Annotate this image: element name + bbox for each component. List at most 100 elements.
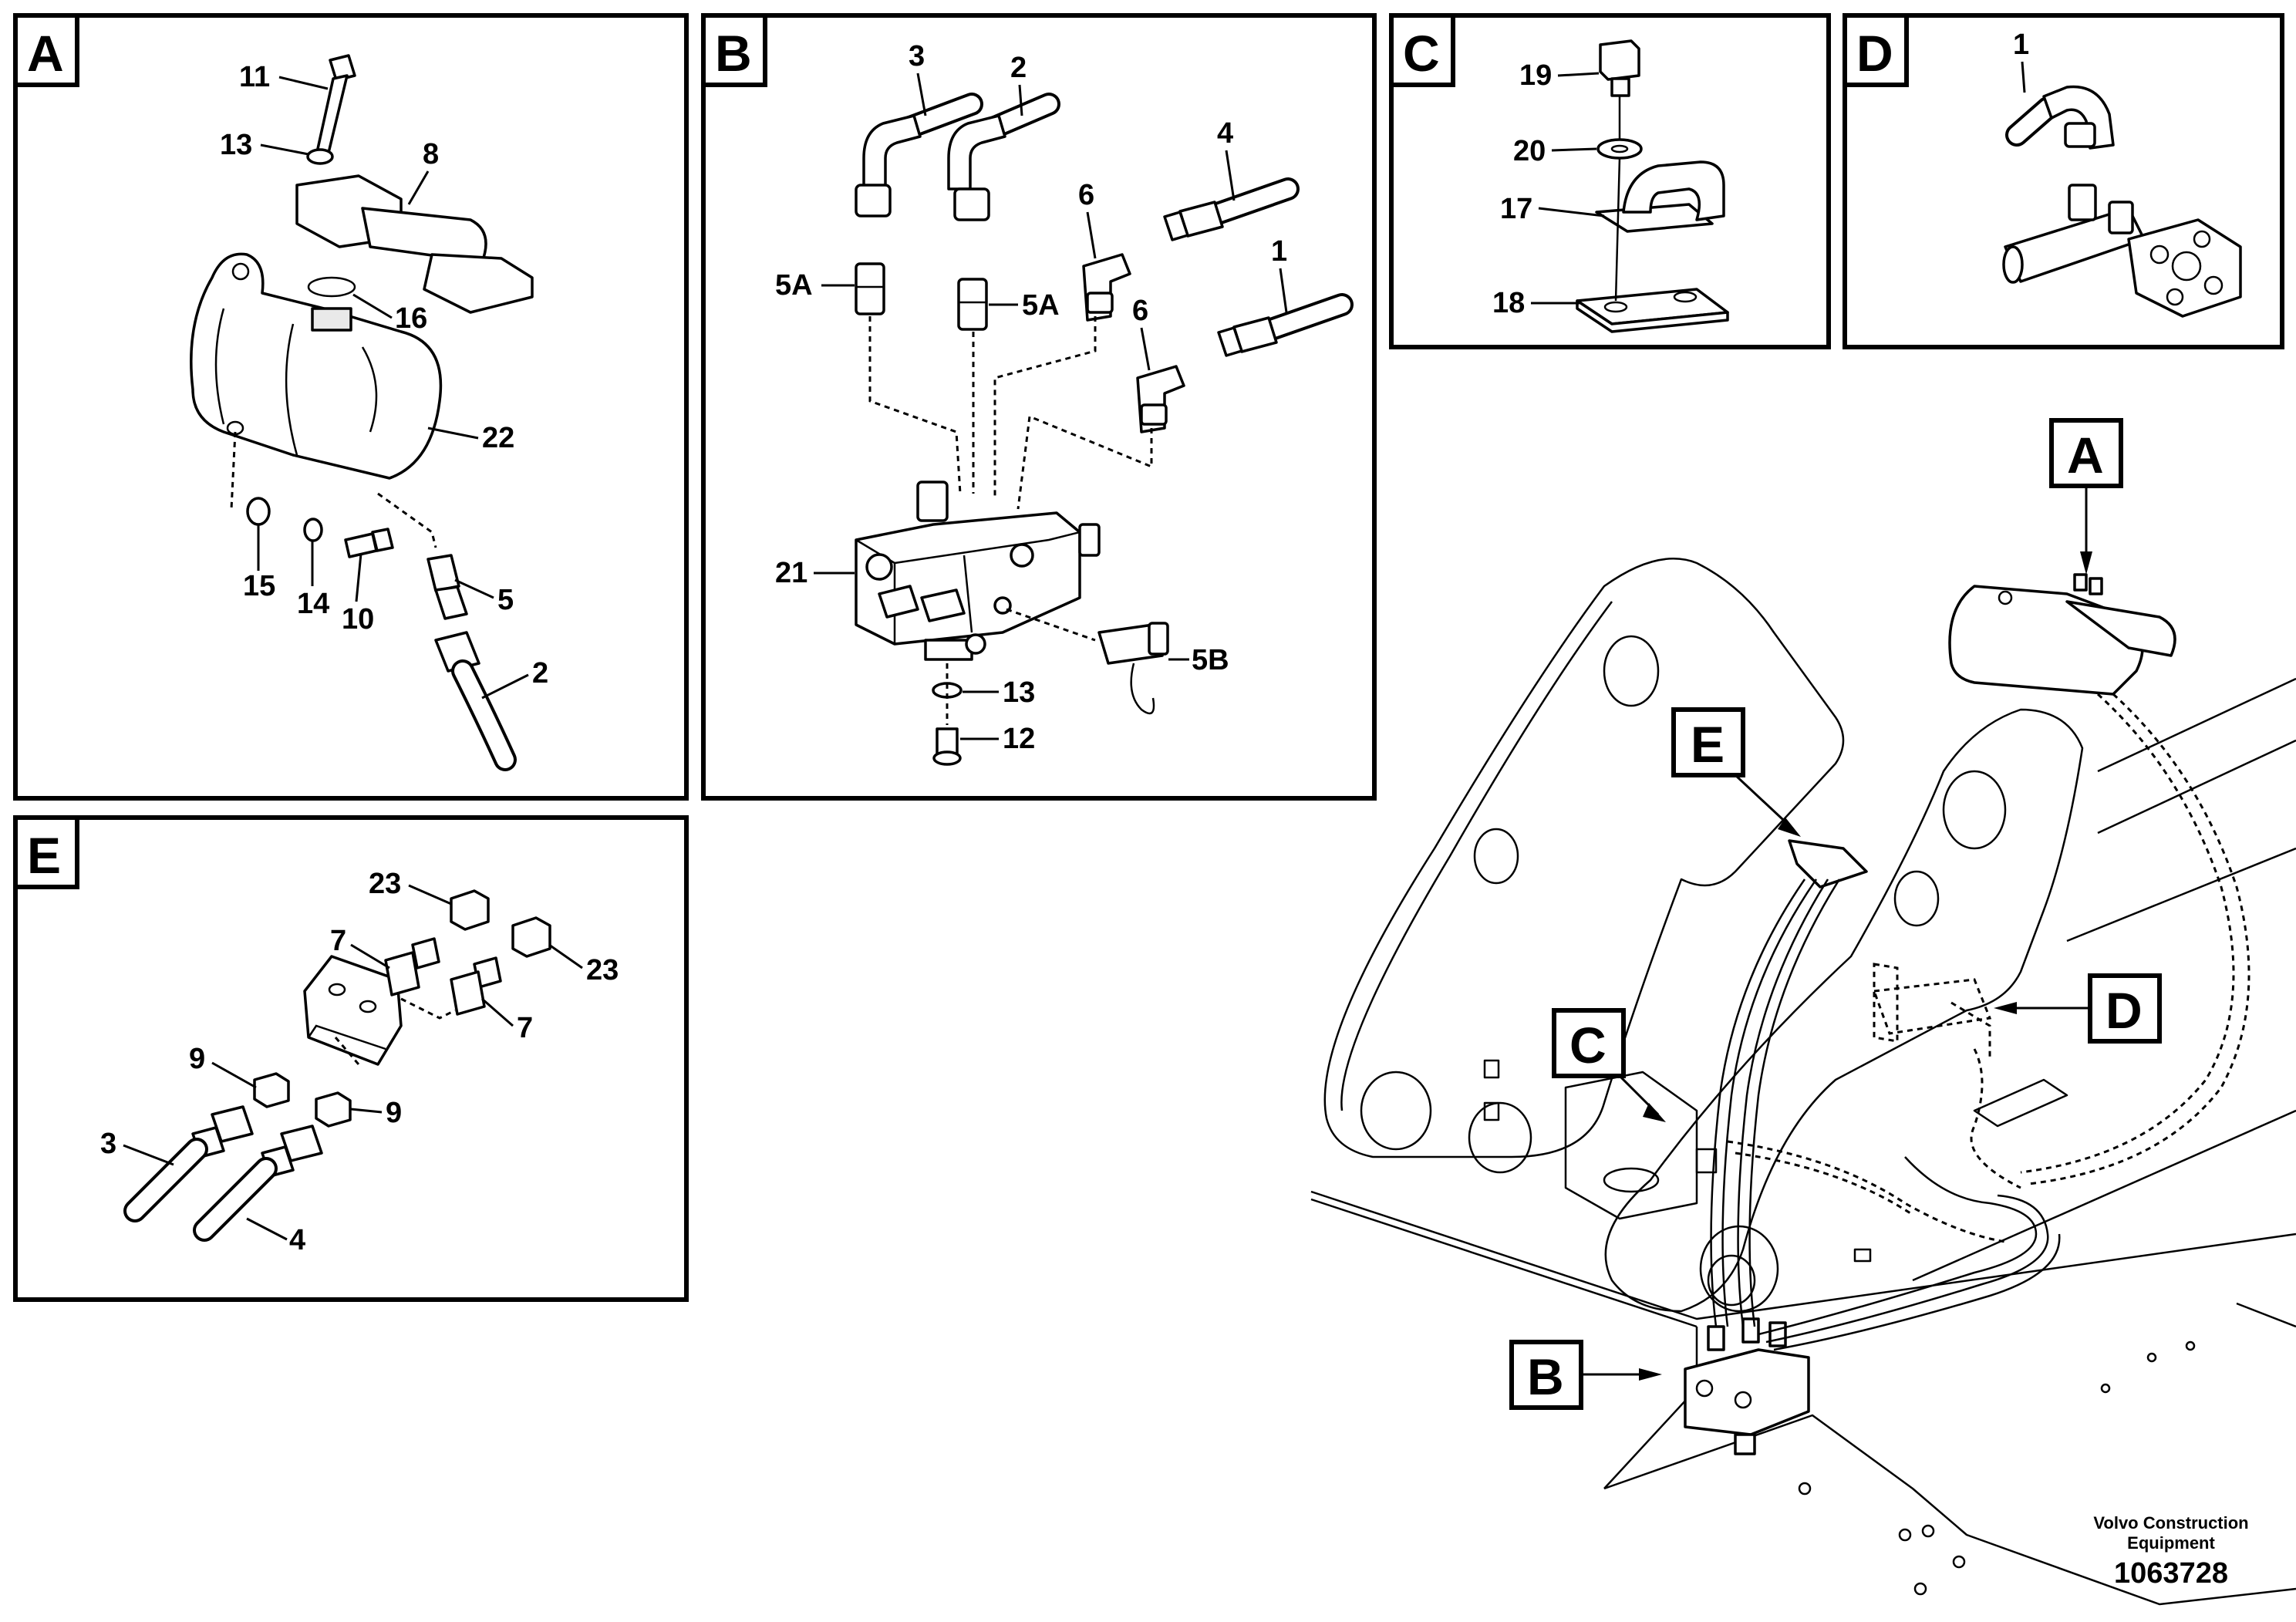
- label-22: 22: [482, 422, 514, 454]
- hoses-overview: [1710, 693, 2250, 1351]
- label-9-left: 9: [189, 1043, 205, 1075]
- panel-a: A: [13, 13, 689, 801]
- bracket-e-overview: [1788, 839, 1868, 889]
- label-18: 18: [1492, 287, 1525, 319]
- panel-d-tag-text: D: [1856, 25, 1893, 82]
- bolt-11: [315, 54, 356, 157]
- callout-c-text: C: [1569, 1017, 1607, 1074]
- label-23-right: 23: [586, 954, 619, 986]
- panel-a-tag-text: A: [27, 25, 64, 82]
- nipple-7-right: [450, 956, 502, 1016]
- label-3-e: 3: [100, 1128, 116, 1160]
- label-14: 14: [297, 588, 329, 620]
- adapter-5a-left: [855, 262, 885, 315]
- quick-coupling-5b: [1006, 608, 1169, 715]
- nut-9-right: [315, 1091, 352, 1128]
- panel-d-frame: [1843, 13, 2284, 349]
- label-5: 5: [497, 584, 514, 616]
- panel-b-tag-text: B: [715, 25, 752, 82]
- label-6-upper: 6: [1078, 179, 1094, 211]
- label-5a-right: 5A: [1022, 289, 1060, 322]
- hose-1-b: [1217, 293, 1354, 357]
- valve-21: [855, 481, 1101, 661]
- panel-d-tag: D: [1843, 13, 1909, 87]
- label-13: 13: [220, 129, 252, 161]
- panel-d: D 1: [1843, 13, 2284, 349]
- label-7-left: 7: [330, 925, 346, 957]
- hose-2: [434, 631, 517, 771]
- base-plate-edge: [1310, 1190, 2296, 1320]
- callout-d: D: [2088, 973, 2162, 1044]
- label-1-b: 1: [1271, 235, 1287, 268]
- panel-e-frame: [13, 815, 689, 1302]
- boom-right: [1604, 708, 2084, 1313]
- panel-b-tag: B: [701, 13, 767, 87]
- label-2-b: 2: [1010, 52, 1027, 84]
- brand-line-2: Equipment: [2127, 1533, 2215, 1553]
- hose-3: [855, 93, 983, 218]
- footer: Volvo Construction Equipment 1063728: [2093, 1513, 2248, 1590]
- document-number: 1063728: [2114, 1557, 2228, 1590]
- pump-22: [190, 252, 443, 480]
- panel-e: E: [13, 815, 689, 1302]
- washer-13: [306, 148, 334, 165]
- callout-e: E: [1671, 707, 1745, 777]
- adapter-5a-right: [957, 278, 988, 331]
- label-1-d: 1: [2013, 29, 2029, 61]
- panel-c-tag: C: [1389, 13, 1455, 87]
- panel-a-tag: A: [13, 13, 79, 87]
- hose-3-e: [123, 1105, 254, 1222]
- frame-bolts: [1798, 1340, 2196, 1596]
- label-16: 16: [395, 302, 427, 335]
- label-17: 17: [1500, 193, 1532, 225]
- label-23-upper: 23: [369, 868, 401, 900]
- label-4-b: 4: [1217, 117, 1233, 150]
- label-21: 21: [775, 557, 807, 589]
- bracket-e: [303, 955, 403, 1066]
- cylinder-d: [2002, 184, 2242, 318]
- panel-c-tag-text: C: [1403, 25, 1440, 82]
- pump-a-overview: [1948, 573, 2176, 696]
- panel-b: B: [701, 13, 1377, 801]
- label-20: 20: [1513, 135, 1546, 167]
- screw-12: [932, 727, 962, 766]
- washer-15: [246, 497, 271, 526]
- brand-line-1: Volvo Construction: [2093, 1513, 2248, 1533]
- plate-18: [1576, 288, 1729, 333]
- label-12: 12: [1003, 723, 1035, 755]
- cap-23-upper: [450, 889, 490, 931]
- boom-left: [1323, 558, 1845, 1158]
- label-5b: 5B: [1192, 644, 1229, 676]
- valve-b-overview: [1684, 1317, 1810, 1455]
- label-2-a: 2: [532, 657, 548, 690]
- label-10: 10: [342, 603, 374, 636]
- overview-illustration: A E C D B: [1310, 418, 2296, 1606]
- callout-b: B: [1509, 1340, 1583, 1410]
- hose-4-e: [193, 1125, 323, 1242]
- label-3-b: 3: [909, 40, 925, 73]
- cylinder-d-overview: [1872, 963, 1992, 1057]
- panel-a-frame: [13, 13, 689, 801]
- panel-e-tag: E: [13, 815, 79, 889]
- callout-b-text: B: [1527, 1348, 1564, 1405]
- washer-14: [303, 518, 323, 542]
- label-11: 11: [239, 61, 270, 93]
- bolt-10: [344, 528, 394, 558]
- elbow-6-upper: [1082, 253, 1131, 322]
- panel-c: C 19 20 17 18: [1389, 13, 1831, 349]
- callout-d-text: D: [2106, 982, 2143, 1039]
- callout-e-text: E: [1691, 716, 1725, 773]
- o-ring-16: [307, 276, 356, 298]
- cap-23-right: [511, 916, 551, 958]
- label-7-right: 7: [517, 1012, 533, 1044]
- hose-2-b: [947, 93, 1060, 221]
- callout-c: C: [1552, 1008, 1626, 1078]
- nut-9-left: [253, 1072, 290, 1108]
- label-5a-left: 5A: [775, 269, 813, 302]
- washer-20: [1596, 138, 1643, 160]
- hose-4: [1163, 177, 1300, 241]
- clamp-17: [1595, 160, 1725, 233]
- elbow-8: [295, 174, 534, 314]
- label-4-e: 4: [289, 1224, 305, 1256]
